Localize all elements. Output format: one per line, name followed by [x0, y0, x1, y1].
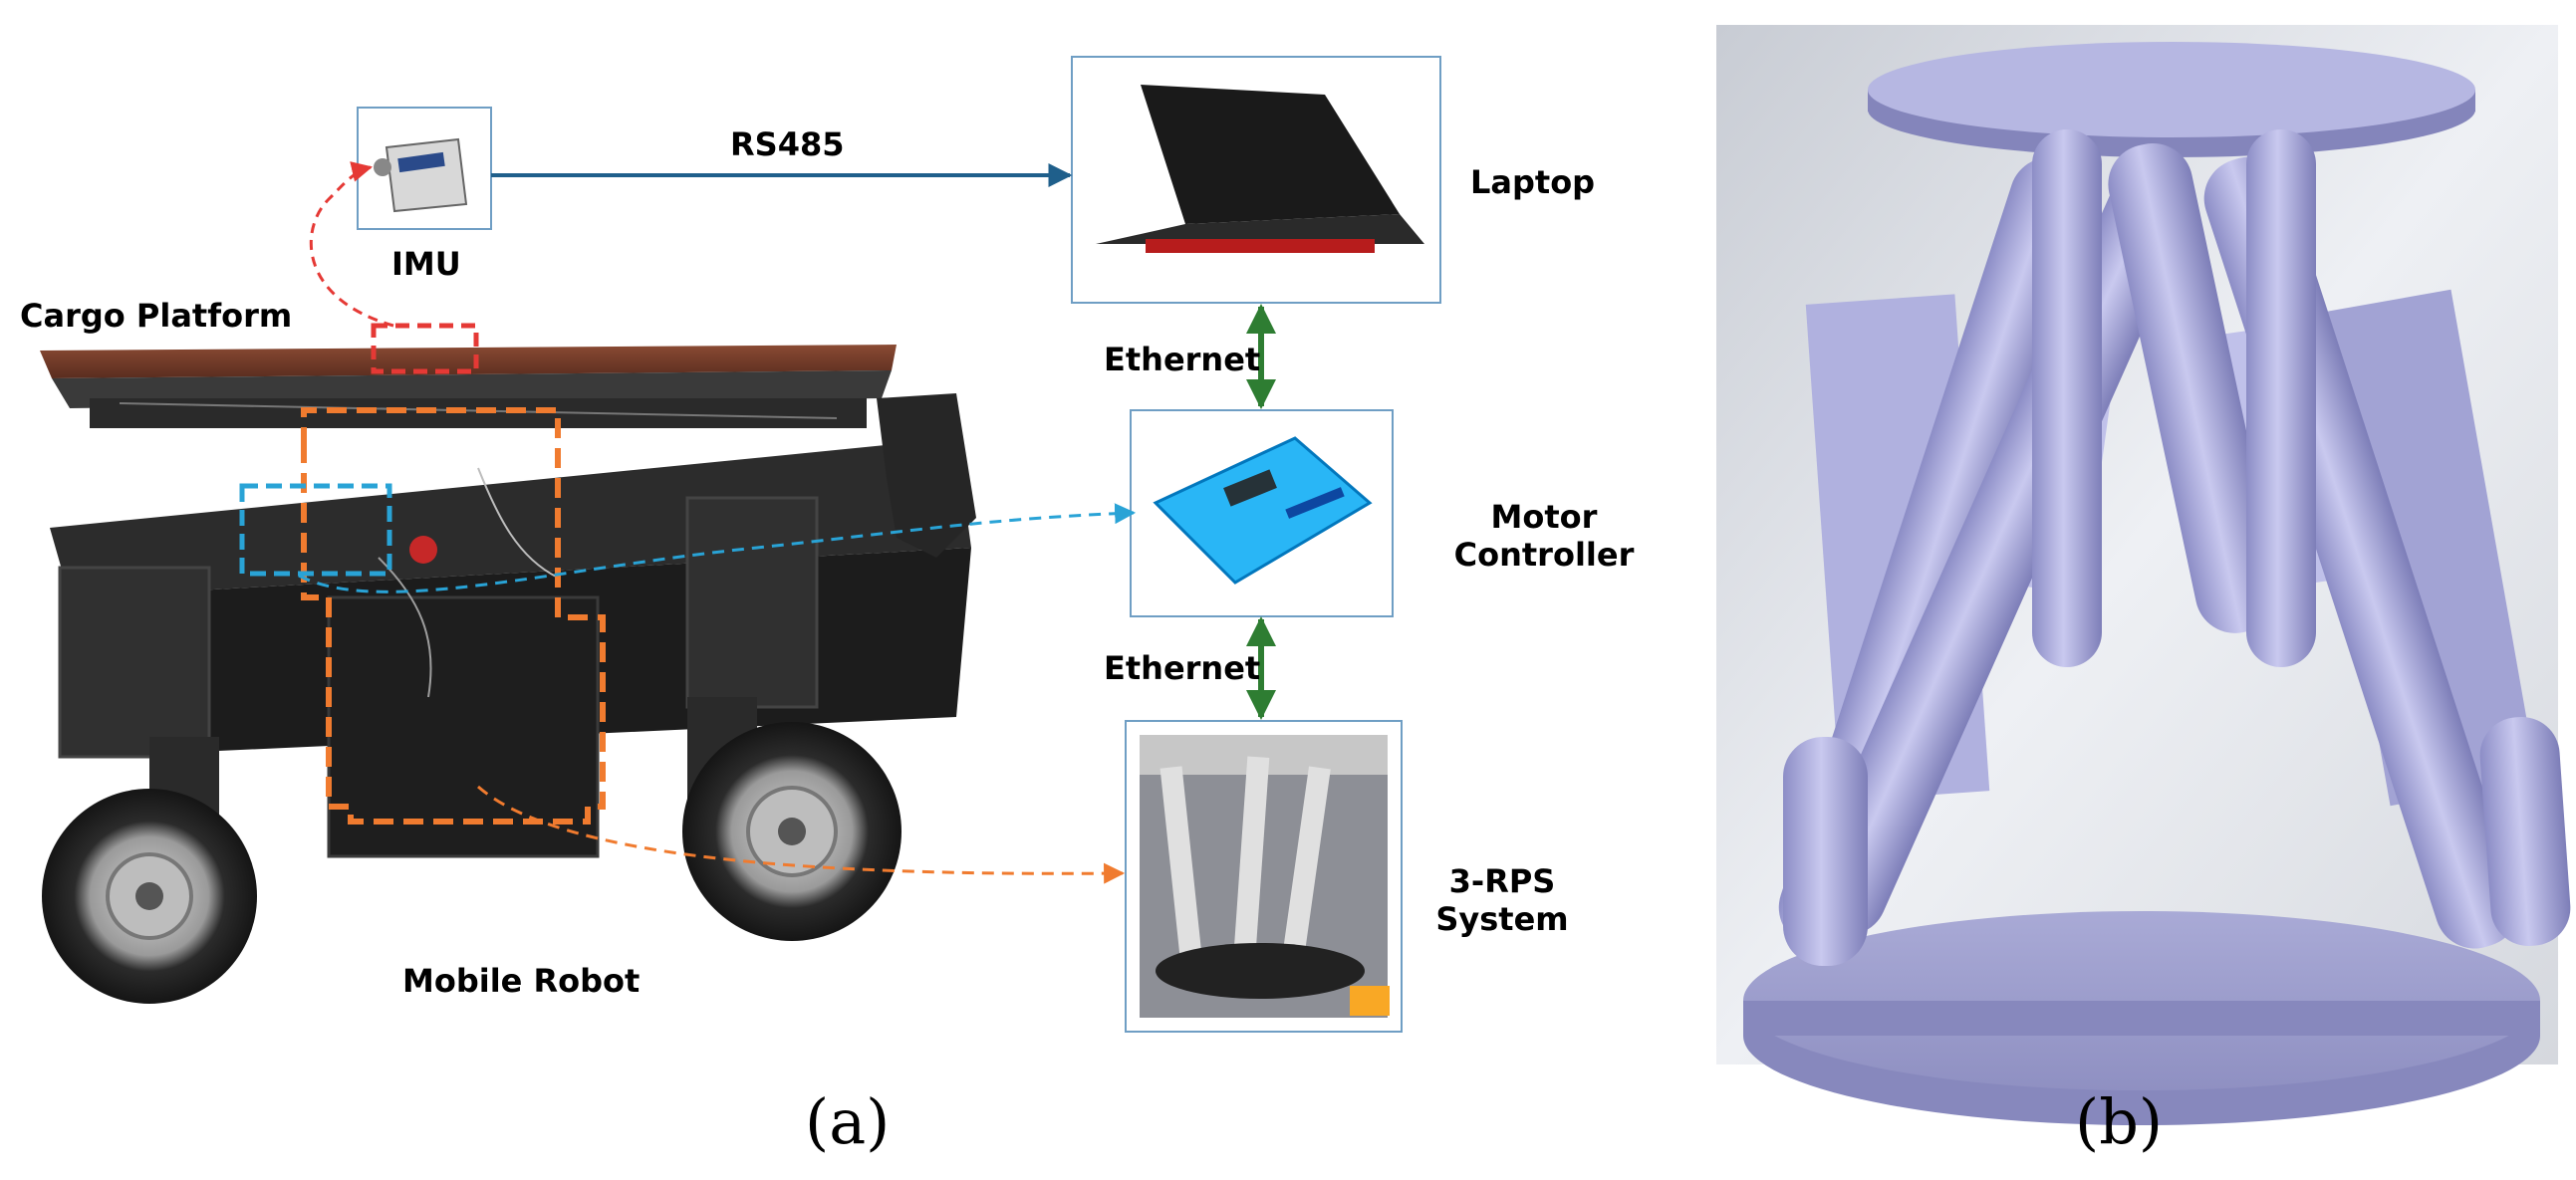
ethernet-bottom-label: Ethernet [1104, 649, 1261, 687]
left-wheel [42, 789, 257, 1004]
rps-system-label-line1: 3-RPS [1448, 862, 1556, 900]
motor-controller-dashed-link [298, 503, 1137, 593]
motor-controller-icon [1153, 436, 1373, 585]
right-wheel [682, 722, 902, 941]
panel-b-caption: (b) [2075, 1085, 2164, 1158]
rs485-label: RS485 [730, 125, 845, 163]
cad-actuator-legs [1778, 129, 2571, 966]
rps-system-label-line2: System [1435, 900, 1569, 939]
motor-controller-label-line1: Motor [1490, 498, 1598, 536]
cad-top-plate [1868, 42, 2475, 137]
mobile-robot-label: Mobile Robot [402, 962, 641, 1000]
battery-highlight-outline [301, 407, 606, 825]
controller-highlight-box [239, 483, 392, 577]
imu-label: IMU [391, 245, 461, 283]
rps-system-label: 3-RPS System [1422, 862, 1582, 939]
panel-a [40, 56, 1441, 1033]
panel-b-cad-render [1716, 25, 2571, 1125]
cargo-platform-label: Cargo Platform [20, 297, 293, 335]
panel-a-caption: (a) [805, 1085, 891, 1158]
imu-highlight-box [371, 323, 479, 374]
mobile-robot-photo [40, 345, 976, 1004]
rps-system-photo [1140, 735, 1390, 1018]
ethernet-top-label: Ethernet [1104, 341, 1261, 378]
rps-dashed-link [477, 785, 1126, 884]
laptop-label: Laptop [1470, 163, 1596, 201]
imu-device-icon [374, 137, 468, 213]
motor-controller-label-line2: Controller [1453, 536, 1635, 575]
laptop-icon [1096, 85, 1424, 253]
motor-controller-label: Motor Controller [1449, 498, 1639, 575]
imu-dashed-link [309, 161, 394, 328]
cargo-platform-board [40, 345, 897, 378]
